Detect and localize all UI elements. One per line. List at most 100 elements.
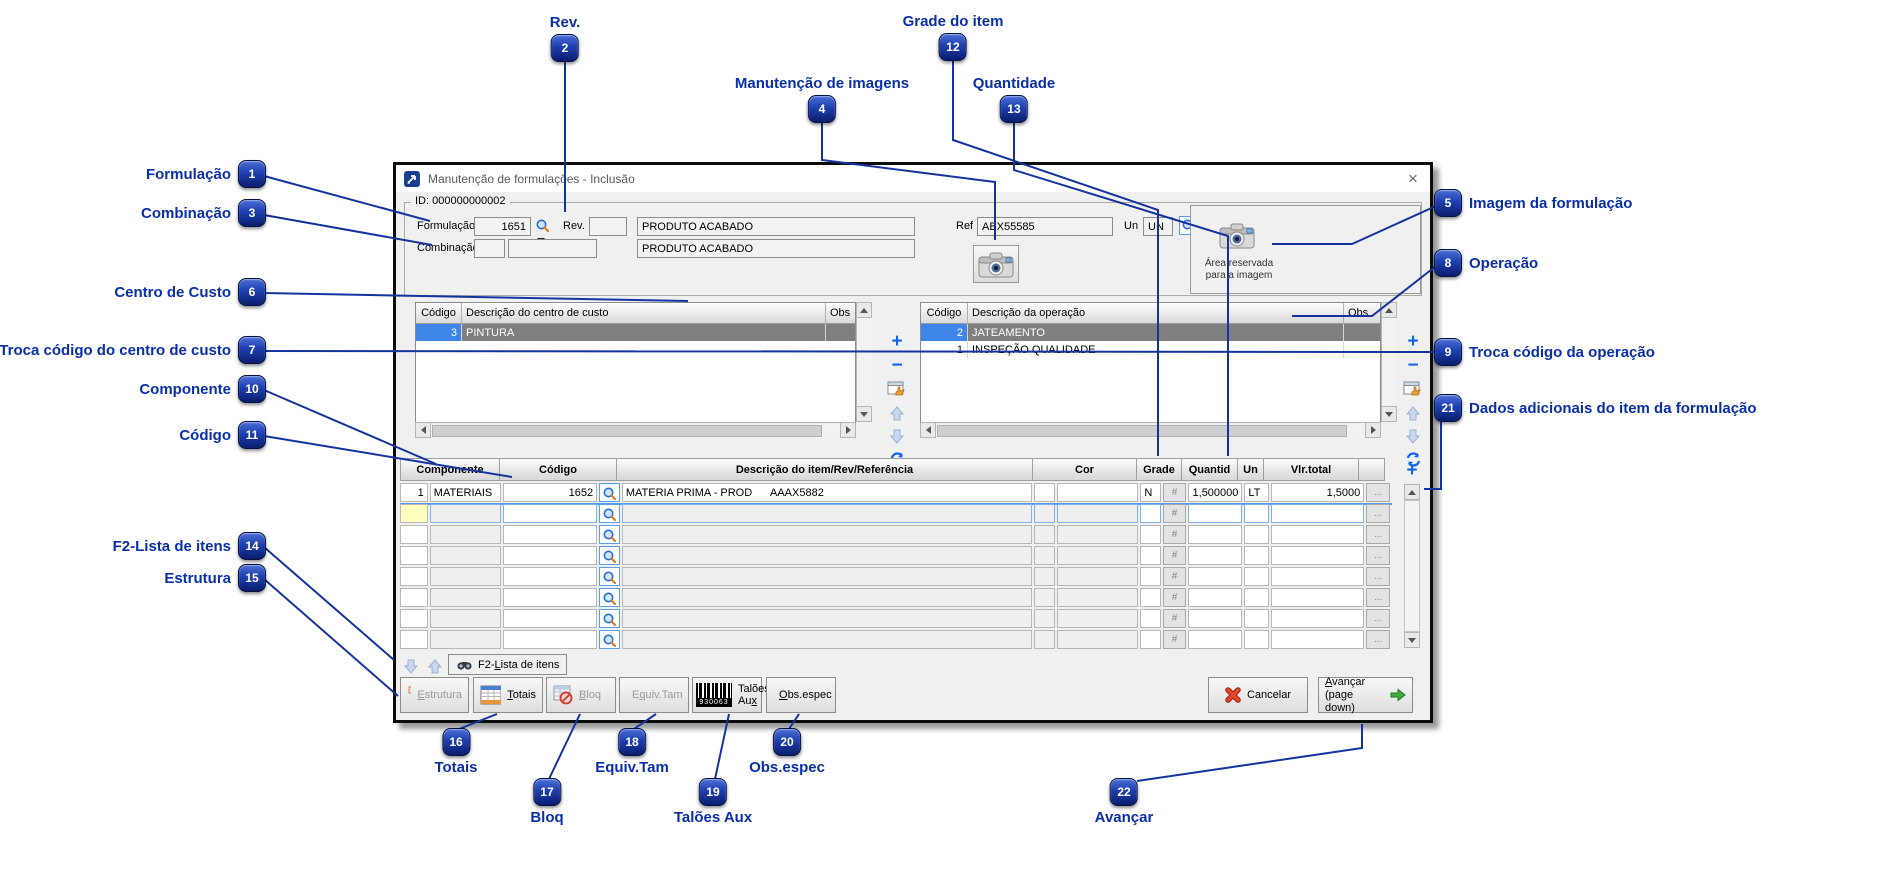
grid-row-pintura[interactable]: 3 PINTURA	[416, 324, 855, 341]
item-details-button[interactable]: ...	[1366, 567, 1390, 586]
item-row-empty[interactable]: # ...	[400, 566, 1392, 587]
item-row-empty[interactable]: # ...	[400, 503, 1392, 524]
descricao-produto-input-2[interactable]: PRODUTO ACABADO	[637, 239, 915, 258]
items-table-header: Componente Código Descrição do item/Rev/…	[400, 458, 1385, 481]
item-details-button[interactable]: ...	[1366, 588, 1390, 607]
totais-button[interactable]: Totais	[473, 677, 543, 713]
id-groupbox: ID: 000000000002 Formulação 1651 Rev. PR…	[404, 195, 1422, 296]
barcode-icon: 930063	[696, 683, 732, 707]
op-move-down-icon[interactable]	[1402, 425, 1424, 447]
callout-badge: 15	[238, 564, 266, 592]
grade-button[interactable]: #	[1163, 630, 1186, 649]
formulation-image-panel[interactable]: Área reservada para a imagem	[1190, 205, 1421, 294]
item-details-button[interactable]: ...	[1366, 504, 1390, 523]
callout-badge: 22	[1110, 778, 1138, 806]
callout-badge: 18	[618, 728, 646, 756]
item-row-empty[interactable]: # ...	[400, 587, 1392, 608]
ref-label: Ref	[956, 220, 974, 232]
item-row-empty[interactable]: # ...	[400, 629, 1392, 650]
grade-button[interactable]: #	[1163, 588, 1186, 607]
image-maintenance-button[interactable]	[973, 245, 1019, 283]
item-search-icon[interactable]	[599, 630, 620, 649]
item-search-icon[interactable]	[599, 609, 620, 628]
items-scroll-up[interactable]	[1404, 484, 1420, 500]
item-row-1[interactable]: 1 MATERIAIS 1652 MATERIA PRIMA - PROD AA…	[400, 482, 1392, 503]
cc-move-down-icon[interactable]	[886, 425, 908, 447]
cc-add-icon[interactable]: +	[891, 330, 903, 352]
un-input[interactable]: UN	[1143, 217, 1173, 236]
operation-hscrollbar[interactable]	[920, 422, 1381, 438]
callout-badge: 20	[773, 728, 801, 756]
item-details-button[interactable]: ...	[1366, 609, 1390, 628]
item-search-icon[interactable]	[599, 483, 620, 502]
cc-move-up-icon[interactable]	[886, 402, 908, 424]
cost-center-grid-header: Código Descrição do centro de custo Obs	[416, 303, 855, 324]
cancelar-button[interactable]: Cancelar	[1208, 677, 1308, 713]
grade-button[interactable]: #	[1163, 504, 1186, 523]
item-row-empty[interactable]: # ...	[400, 524, 1392, 545]
callout-badge: 14	[238, 532, 266, 560]
callout-centro-custo: Centro de Custo 6	[114, 278, 266, 306]
combinacao-input-2[interactable]	[508, 239, 597, 258]
descricao-produto-input[interactable]: PRODUTO ACABADO	[637, 217, 915, 236]
callout-taloes-aux: 19 Talões Aux	[674, 778, 752, 826]
grade-button[interactable]: #	[1163, 525, 1186, 544]
item-search-icon[interactable]	[599, 546, 620, 565]
f2-item-list-button[interactable]: F2-Lista de itens	[448, 654, 568, 675]
grid-row-jateamento[interactable]: 2 JATEAMENTO	[921, 324, 1380, 341]
cc-change-code-icon[interactable]	[886, 378, 908, 400]
op-remove-icon[interactable]: −	[1407, 354, 1419, 376]
combinacao-input-1[interactable]	[474, 239, 505, 258]
item-details-button[interactable]: ...	[1366, 546, 1390, 565]
cost-center-vscrollbar[interactable]	[856, 302, 872, 422]
cc-remove-icon[interactable]: −	[891, 354, 903, 376]
block-icon	[553, 685, 573, 705]
grade-button[interactable]: #	[1163, 567, 1186, 586]
item-details-button[interactable]: ...	[1366, 630, 1390, 649]
op-add-icon[interactable]: +	[1407, 330, 1419, 352]
close-icon[interactable]: ×	[1408, 168, 1418, 188]
items-scroll-down[interactable]	[1404, 632, 1420, 648]
op-move-up-icon[interactable]	[1402, 402, 1424, 424]
formulacao-input[interactable]: 1651	[474, 217, 531, 236]
grade-button[interactable]: #	[1163, 483, 1186, 502]
item-search-icon[interactable]	[599, 588, 620, 607]
callout-codigo: Código 11	[179, 421, 266, 449]
grade-button[interactable]: #	[1163, 546, 1186, 565]
page-down-icon[interactable]	[400, 655, 422, 677]
column-header: Código	[921, 303, 968, 323]
estrutura-button[interactable]: Estrutura	[400, 677, 469, 713]
item-row-empty[interactable]: # ...	[400, 545, 1392, 566]
grade-button[interactable]: #	[1163, 609, 1186, 628]
item-search-icon[interactable]	[599, 567, 620, 586]
op-change-code-icon[interactable]	[1402, 378, 1424, 400]
operation-vscrollbar[interactable]	[1381, 302, 1397, 422]
callout-badge: 6	[238, 278, 266, 306]
item-details-button[interactable]: ...	[1366, 525, 1390, 544]
item-search-icon[interactable]	[599, 525, 620, 544]
operation-grid: Código Descrição da operação Obs 2 JATEA…	[920, 302, 1381, 438]
obs-espec-button[interactable]: Obs.espec	[766, 677, 836, 713]
rev-input[interactable]	[589, 217, 627, 236]
equiv-tam-button[interactable]: Equiv.Tam	[619, 677, 689, 713]
ref-input[interactable]: ABX55585	[977, 217, 1113, 236]
bloq-button[interactable]: Bloq	[546, 677, 616, 713]
callout-componente: Componente 10	[139, 375, 266, 403]
item-add-icon[interactable]: +	[1406, 459, 1418, 481]
column-header: Obs	[830, 307, 851, 319]
grid-row-inspecao[interactable]: 1 INSPEÇÃO QUALIDADE	[921, 341, 1380, 358]
column-header: Código	[499, 458, 617, 481]
formulacao-search-icon[interactable]	[533, 216, 551, 234]
taloes-aux-button[interactable]: 930063 Talões Aux	[692, 677, 770, 713]
cost-center-hscrollbar[interactable]	[415, 422, 856, 438]
titlebar: Manutenção de formulações - Inclusão ×	[396, 165, 1430, 192]
page-up-icon[interactable]	[424, 655, 446, 677]
callout-manutencao-imagens: Manutenção de imagens 4	[735, 75, 909, 123]
items-scroll-track[interactable]	[1404, 500, 1420, 632]
callout-badge: 9	[1434, 338, 1462, 366]
item-details-button[interactable]: ...	[1366, 483, 1390, 502]
avancar-button[interactable]: Avançar(page down)	[1318, 676, 1413, 714]
callout-badge: 5	[1434, 189, 1462, 217]
item-search-icon[interactable]	[599, 504, 620, 523]
item-row-empty[interactable]: # ...	[400, 608, 1392, 629]
